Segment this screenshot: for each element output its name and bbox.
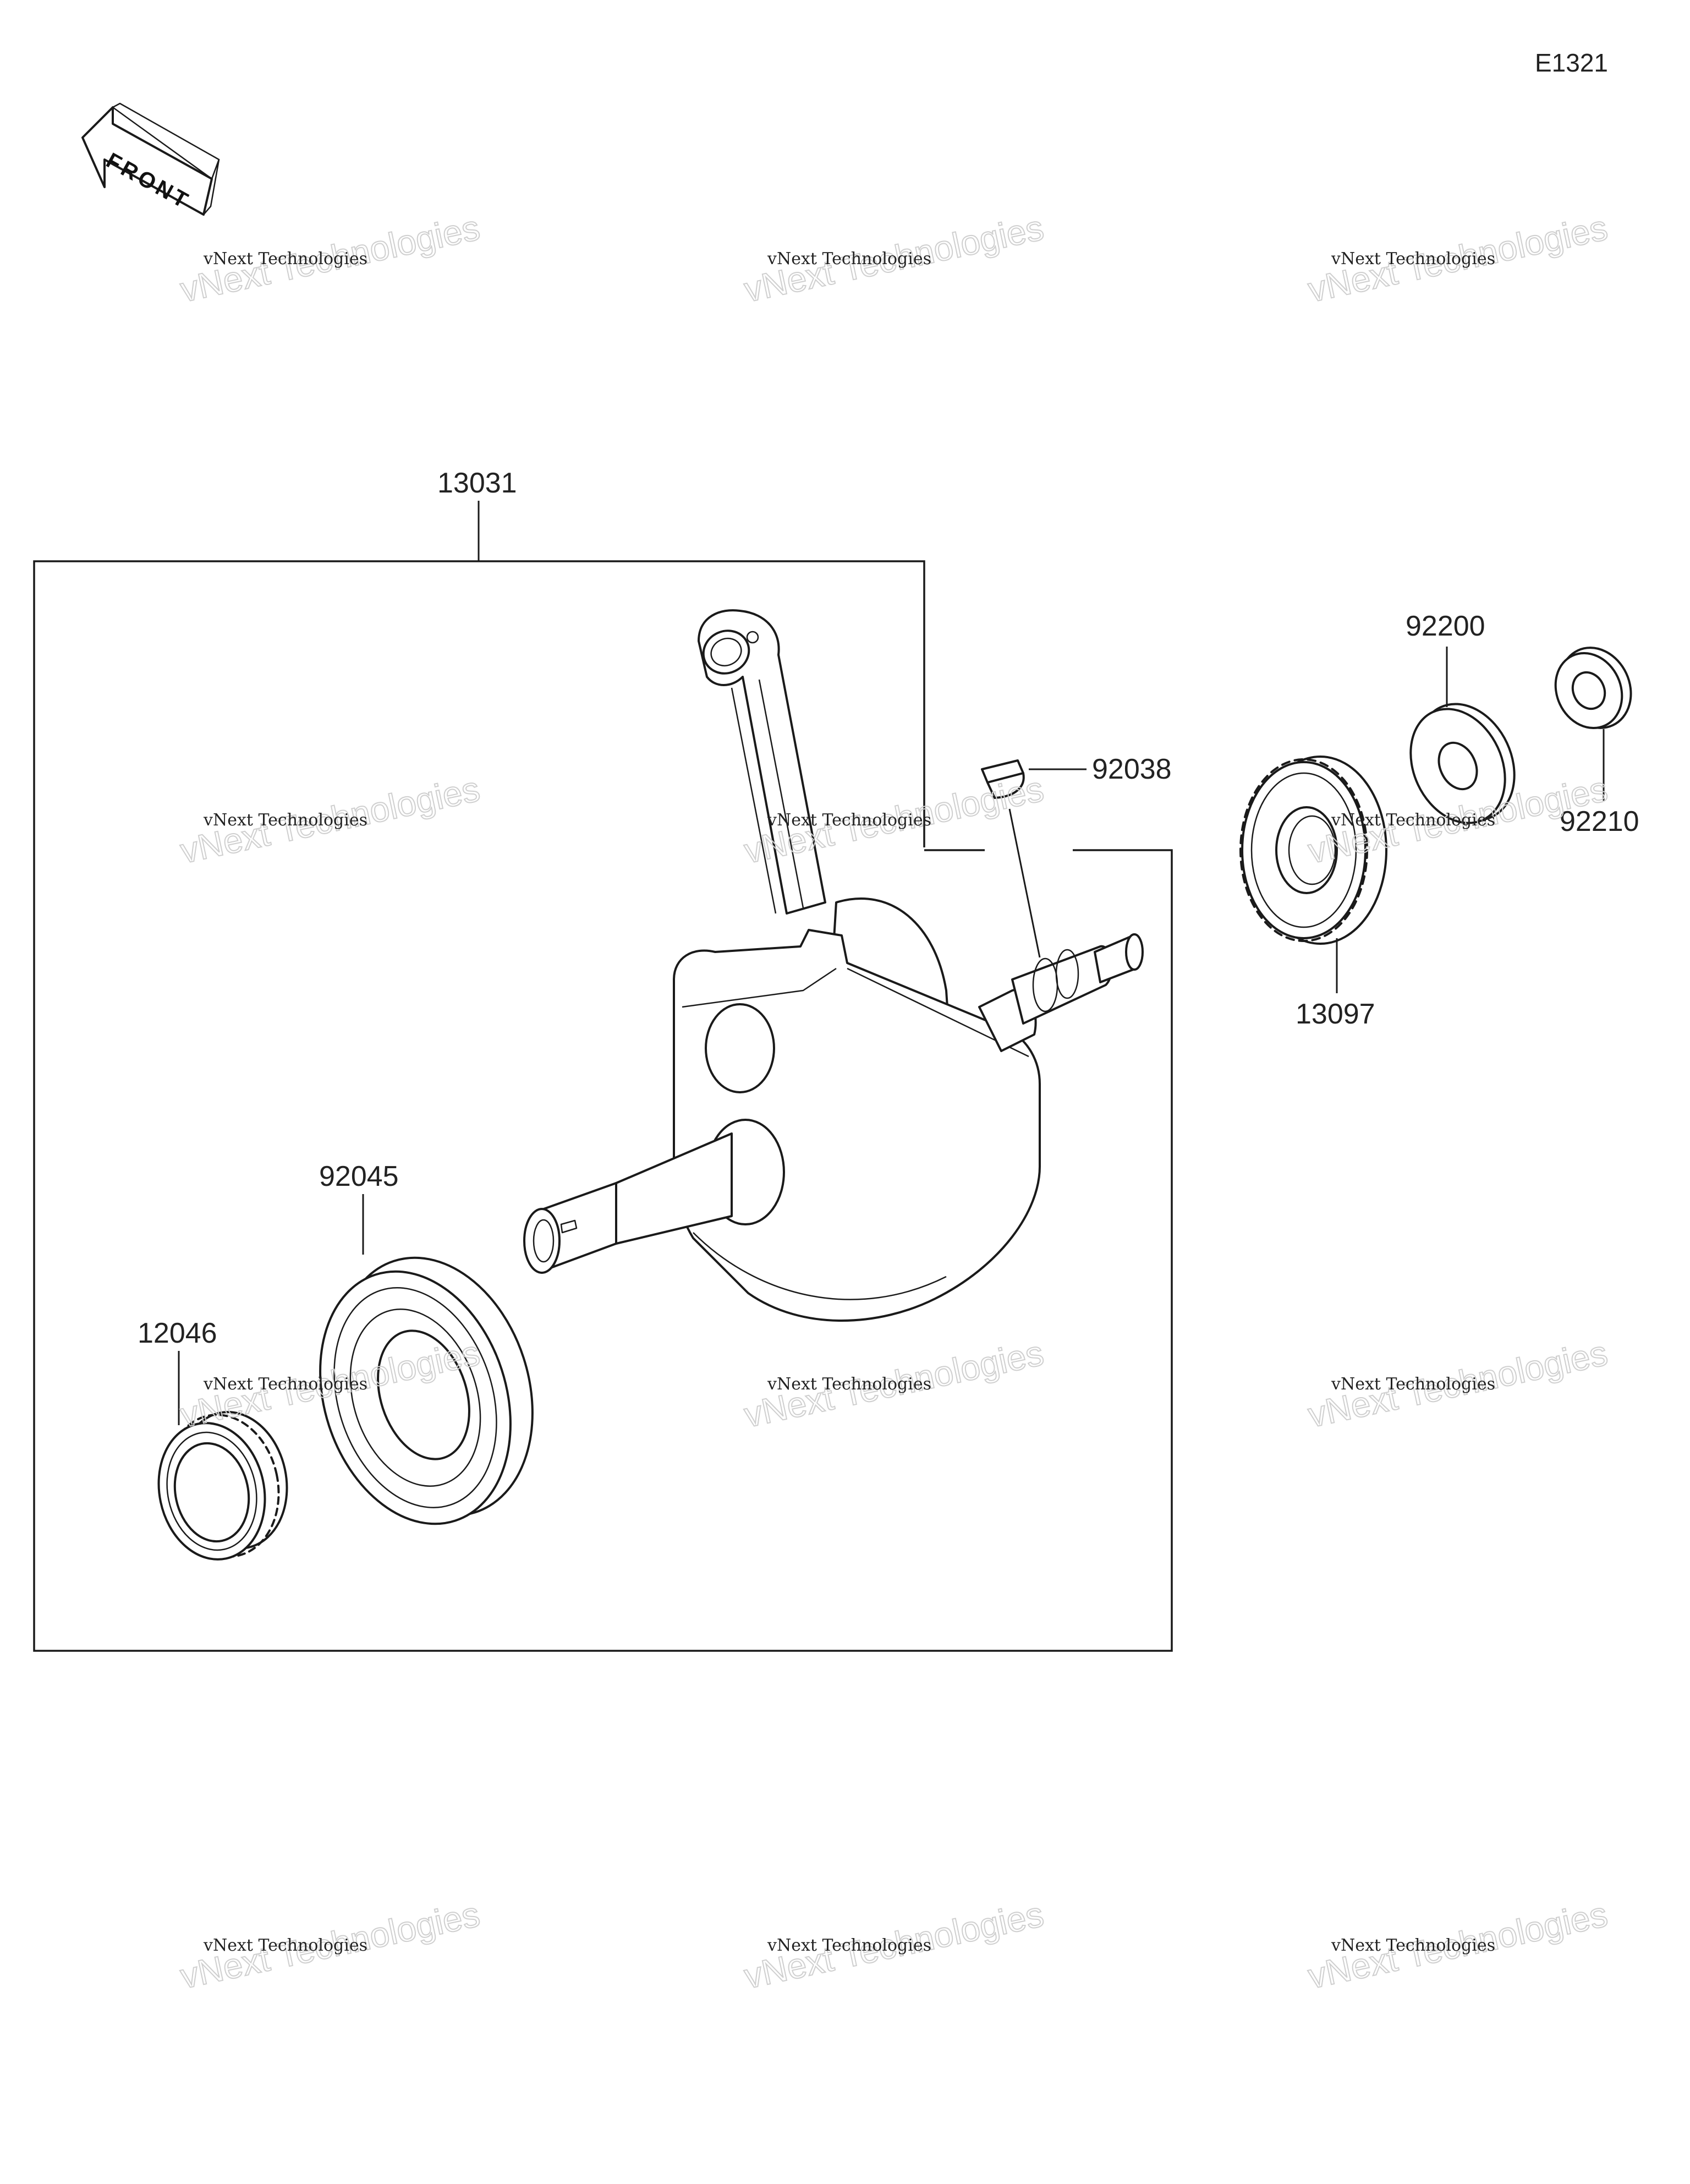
crankshaft-assembly-frame xyxy=(33,501,1173,1652)
woodruff-key-part xyxy=(981,759,1025,799)
part-label-92210: 92210 xyxy=(1560,806,1639,838)
watermark: vNext Technologies vNext Technologies xyxy=(740,1332,1048,1436)
svg-text:vNext Technologies: vNext Technologies xyxy=(1331,1936,1495,1955)
svg-text:vNext Technologies: vNext Technologies xyxy=(767,811,931,830)
washer-part xyxy=(1409,703,1516,824)
watermark: vNext Technologies vNext Technologies xyxy=(1304,1893,1612,1997)
watermark: vNext Technologies vNext Technologies xyxy=(177,768,484,872)
bearing-part xyxy=(319,1256,534,1525)
part-label-13097: 13097 xyxy=(1296,998,1375,1030)
svg-text:vNext Technologies: vNext Technologies xyxy=(1331,249,1495,269)
front-direction-arrow-icon: FRONT xyxy=(81,102,220,216)
watermark: vNext Technologies vNext Technologies xyxy=(177,1893,484,1997)
watermark: vNext Technologies vNext Technologies xyxy=(740,1893,1048,1997)
part-label-92038: 92038 xyxy=(1092,753,1172,785)
svg-text:vNext Technologies: vNext Technologies xyxy=(767,1936,931,1955)
part-label-92200: 92200 xyxy=(1406,610,1485,642)
svg-text:vNext Technologies: vNext Technologies xyxy=(1331,811,1495,830)
part-label-12046: 12046 xyxy=(138,1317,217,1349)
part-label-13031: 13031 xyxy=(437,467,517,499)
svg-text:vNext Technologies: vNext Technologies xyxy=(767,249,931,269)
nut-part xyxy=(1554,647,1632,730)
watermark: vNext Technologies vNext Technologies xyxy=(1304,1332,1612,1436)
watermark: vNext Technologies vNext Technologies xyxy=(740,207,1048,310)
svg-text:vNext Technologies: vNext Technologies xyxy=(203,811,367,830)
crankshaft-drawing xyxy=(523,609,1144,1322)
svg-text:vNext Technologies: vNext Technologies xyxy=(1331,1375,1495,1394)
leader-92038-key xyxy=(1008,808,1041,958)
watermark: vNext Technologies vNext Technologies xyxy=(1304,207,1612,310)
diagram-code: E1321 xyxy=(1535,48,1608,77)
svg-text:vNext Technologies: vNext Technologies xyxy=(203,249,367,269)
gear-part xyxy=(1239,756,1387,945)
part-label-92045: 92045 xyxy=(319,1161,399,1192)
svg-text:vNext Technologies: vNext Technologies xyxy=(203,1375,367,1394)
watermark: vNext Technologies vNext Technologies xyxy=(177,207,484,310)
svg-text:vNext Technologies: vNext Technologies xyxy=(203,1936,367,1955)
svg-text:vNext Technologies: vNext Technologies xyxy=(767,1375,931,1394)
sprocket-part xyxy=(157,1411,288,1561)
